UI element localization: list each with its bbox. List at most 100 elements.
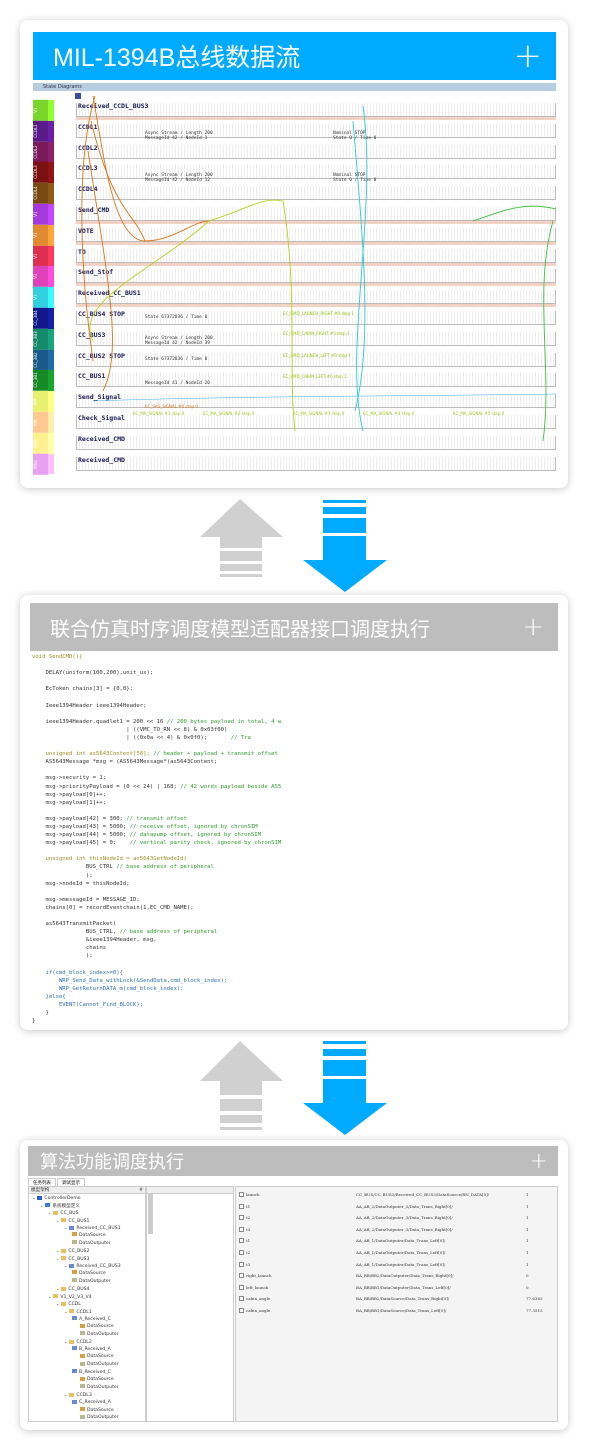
state-row[interactable]: Received_CCDL_BUS3 [76, 100, 556, 121]
tree-node[interactable]: ⌄CC_BUS3 [29, 1255, 145, 1263]
state-row[interactable]: Send_Stof [76, 266, 556, 287]
state-row[interactable]: CC_BUS1 [76, 370, 556, 391]
tree-node[interactable]: DataOutputer [29, 1278, 145, 1286]
tree-node[interactable]: B_Received_A [29, 1346, 145, 1354]
node-icon [69, 1225, 75, 1230]
tree-node[interactable]: DataOutputer [29, 1384, 145, 1392]
tree-node[interactable]: ⌄CCDL [29, 1300, 145, 1308]
state-row[interactable]: Send_Signal [76, 391, 556, 412]
tree-node[interactable]: ⌄Received_CC_BUS3 [29, 1262, 145, 1270]
row-checkbox[interactable] [239, 1296, 244, 1302]
chevron-down-icon[interactable]: ⌄ [64, 1263, 68, 1269]
tab-task-list[interactable]: 任务列表 [28, 1178, 56, 1186]
variable-value: 77.3515 [526, 1308, 543, 1313]
tree-node[interactable]: DataSource [29, 1323, 145, 1331]
chevron-down-icon[interactable]: ⌄ [32, 1195, 36, 1200]
chevron-down-icon[interactable]: ⌄ [64, 1392, 68, 1398]
code-editor[interactable]: void SendCMD(){ DELAY(uniform(100,200),u… [32, 653, 558, 1025]
code-text: BUS_CTRL [32, 864, 117, 871]
row-checkbox[interactable] [239, 1238, 244, 1244]
tree-node[interactable]: DataSource [29, 1407, 145, 1415]
code-text: msg->messageId = MESSAGE_ID; [32, 896, 140, 903]
state-bar [76, 241, 556, 245]
tree-node[interactable]: ⌄V1_V2_V3_V4 [29, 1293, 145, 1301]
chevron-down-icon[interactable]: ⌄ [56, 1217, 60, 1223]
row-label: Send_CMD [78, 206, 110, 214]
state-row[interactable]: Send_CMD [76, 204, 556, 225]
code-text: Ieee1394Header ieee1394Header; [32, 702, 147, 709]
row-label: CCDL3 [78, 164, 98, 173]
tree-node[interactable]: ⌄CCDL3 [29, 1391, 145, 1399]
state-row[interactable]: CC_BUS2 STOP [76, 350, 556, 371]
tree-node[interactable]: ⌄CC_BUS4 [29, 1285, 145, 1293]
state-row[interactable]: CCDL2 [76, 142, 556, 163]
tree-node[interactable]: B_Received_C [29, 1369, 145, 1377]
tree-node[interactable]: DataOutputer [29, 1361, 145, 1369]
state-row[interactable]: CCDL4 [76, 183, 556, 204]
state-row[interactable]: CC_BUS3 [76, 329, 556, 350]
row-checkbox[interactable] [239, 1261, 244, 1267]
tree-node[interactable]: A_Received_C [29, 1316, 145, 1324]
tree-node[interactable]: ⌄系统模型定义 [29, 1202, 145, 1210]
row-checkbox[interactable] [239, 1226, 244, 1232]
event-step-label: EC_MA_SIGNAL #3 step 0 [293, 411, 345, 416]
state-row[interactable]: Received_CMD [76, 433, 556, 454]
tree-node-label: DataOutputer [87, 1415, 119, 1421]
expand-button[interactable]: + [522, 612, 544, 642]
row-checkbox[interactable] [239, 1203, 244, 1209]
row-checkbox[interactable] [239, 1192, 244, 1197]
node-icon [61, 1248, 67, 1253]
tree-node[interactable]: ⌄CCDL1 [29, 1308, 145, 1316]
row-checkbox[interactable] [239, 1273, 244, 1279]
tree-node[interactable]: DataSource [29, 1232, 145, 1240]
tree-node[interactable]: DataSource [29, 1376, 145, 1384]
tree-node[interactable]: DataSource [29, 1353, 145, 1361]
variable-path: BA_BB/BB1/DataOutputer/Data_Trans_Left[0… [356, 1284, 451, 1290]
row-checkbox[interactable] [239, 1215, 244, 1221]
state-row[interactable]: CCDL3 [76, 162, 556, 183]
tree-node[interactable]: ⌄CC_BUS1 [29, 1217, 145, 1225]
event-step-label: EC_CMD_LAUNCH_LEFT #0 step 1 [283, 353, 351, 358]
row-checkbox[interactable] [239, 1250, 244, 1255]
tree-node[interactable]: DataSource [29, 1270, 145, 1278]
tree-node[interactable]: DataOutputer [29, 1331, 145, 1339]
tab-debug-display[interactable]: 调试显示 [57, 1178, 85, 1186]
tree-node[interactable]: C_Received_A [29, 1399, 145, 1407]
chevron-down-icon[interactable]: ⌄ [64, 1339, 68, 1345]
tree-node[interactable]: ⌄CC_BUS2 [29, 1247, 145, 1255]
row-label: CC_BUS4 STOP [78, 310, 125, 318]
chevron-down-icon[interactable]: ⌄ [40, 1202, 44, 1208]
chevron-down-icon[interactable]: ⌄ [56, 1301, 60, 1307]
chevron-down-icon[interactable]: ⌄ [56, 1286, 60, 1292]
tree-node[interactable]: ⌄ControllerDemo [29, 1194, 145, 1202]
event-step-label: EC_CMD_CABIN_RIGHT #0 step 1 [283, 331, 350, 336]
state-row[interactable]: CC_BUS4 STOP [76, 308, 556, 329]
state-diagrams-tab[interactable]: State Diagrams [33, 83, 556, 91]
tree-node-label: Received_CC_BUS1 [76, 1226, 121, 1232]
state-row[interactable]: TO [76, 246, 556, 267]
tree-node[interactable]: ⌄CCDL2 [29, 1338, 145, 1346]
tree-node[interactable]: ⌄ Received_CC_BUS1 [29, 1224, 145, 1232]
state-row[interactable]: Received_CMD [76, 454, 556, 475]
scrollbar[interactable] [148, 1194, 153, 1234]
chevron-down-icon[interactable]: ⌄ [56, 1255, 60, 1261]
chevron-down-icon[interactable]: ⌄ [64, 1308, 68, 1314]
tree-node[interactable]: DataOutputer [29, 1240, 145, 1248]
tree-node-label: DataOutputer [79, 1278, 111, 1284]
tree-node[interactable]: DataOutputer [29, 1414, 145, 1422]
pin-icon[interactable]: # [139, 1188, 143, 1193]
chevron-down-icon[interactable]: ⌄ [48, 1210, 52, 1216]
chevron-down-icon[interactable]: ⌄ [64, 1225, 68, 1231]
chevron-down-icon[interactable]: ⌄ [48, 1293, 52, 1299]
expand-button[interactable]: + [529, 1148, 548, 1174]
row-checkbox[interactable] [239, 1308, 244, 1313]
expand-button[interactable]: + [513, 36, 543, 76]
code-text: ); [32, 953, 93, 960]
tree-node[interactable]: ⌄CC_BUS [29, 1209, 145, 1217]
state-row[interactable]: Check_Signal [76, 412, 556, 433]
model-tree[interactable]: 模型架构# ⌄ControllerDemo⌄系统模型定义⌄CC_BUS⌄CC_B… [28, 1186, 146, 1422]
chevron-down-icon[interactable]: ⌄ [56, 1248, 60, 1254]
row-checkbox[interactable] [239, 1284, 244, 1290]
